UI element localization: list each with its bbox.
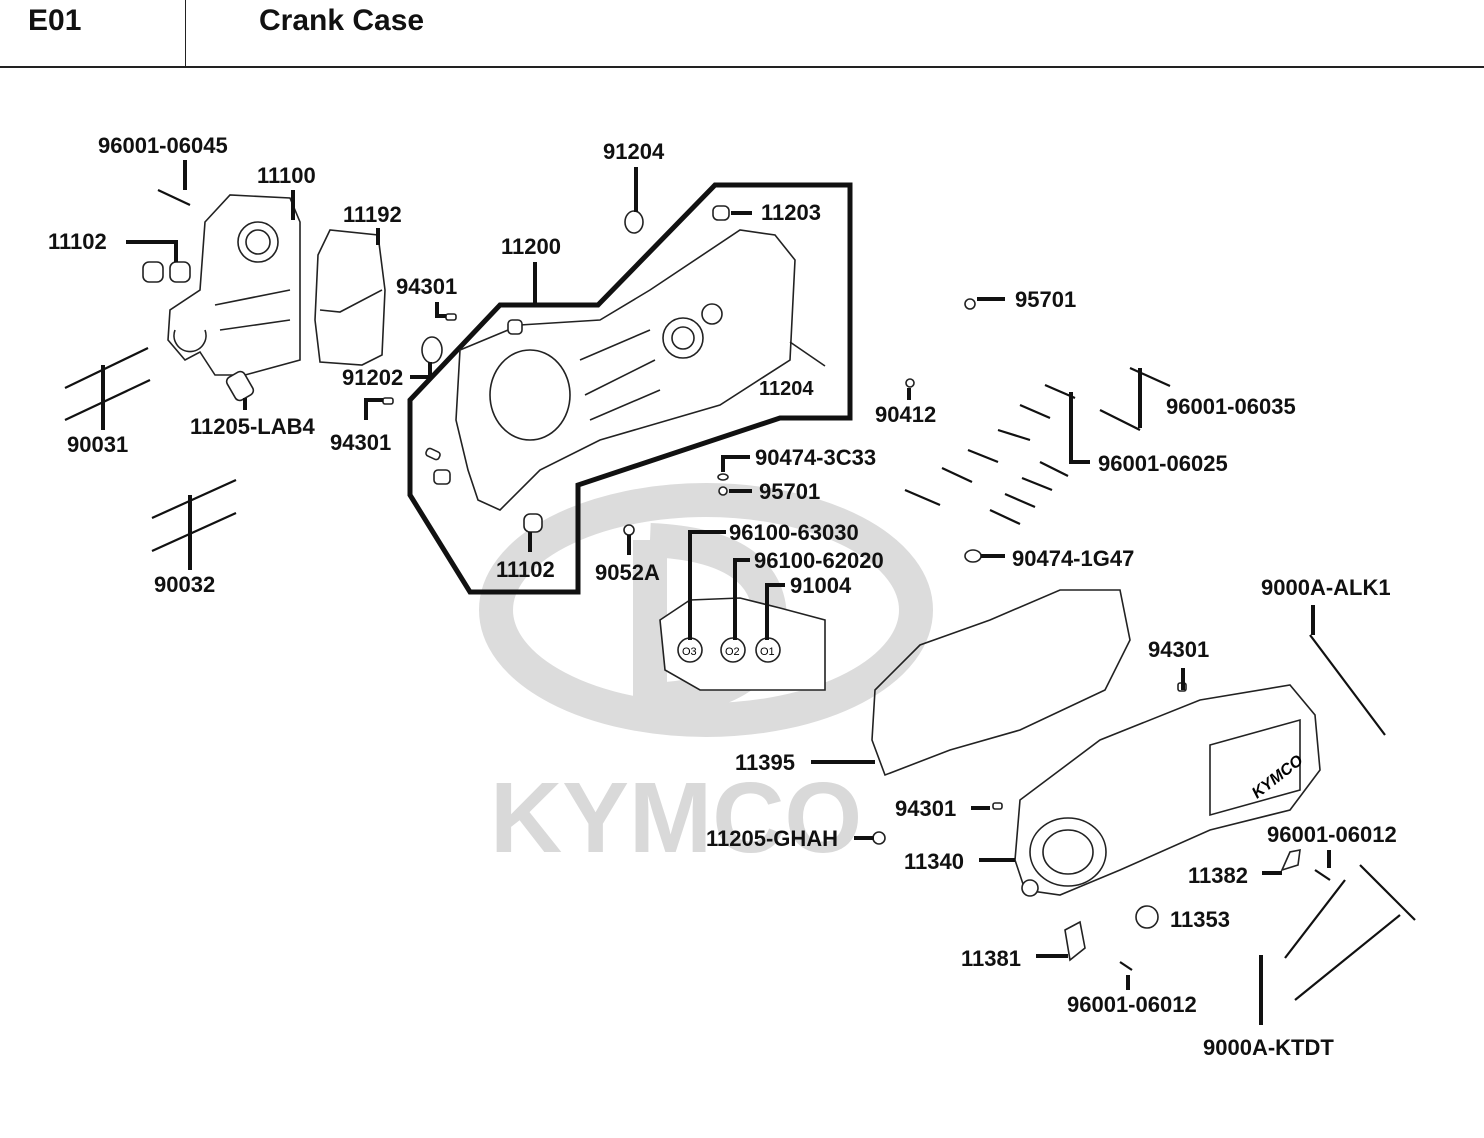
- part-oilseal-91202[interactable]: [421, 336, 443, 364]
- label-11100[interactable]: 11100: [257, 163, 316, 188]
- part-crankcase-left-11100[interactable]: [167, 194, 301, 376]
- part-gasket-11192[interactable]: [314, 229, 386, 366]
- label-94301[interactable]: 94301: [330, 430, 391, 455]
- label-9052A[interactable]: 9052A: [595, 560, 660, 585]
- label-11192[interactable]: 11192: [343, 202, 402, 227]
- part-washer-90412[interactable]: [905, 378, 915, 388]
- part-bushing-11205-LAB4[interactable]: [225, 370, 255, 403]
- label-95701[interactable]: 95701: [759, 479, 820, 504]
- label-11395[interactable]: 11395: [735, 750, 795, 775]
- part-washer-90474-3C33[interactable]: [717, 473, 729, 481]
- part-bolt-95701-a[interactable]: [964, 298, 976, 310]
- part-gear-cover-area: O3 O2 O1: [659, 597, 826, 691]
- label-96001-06035[interactable]: 96001-06035: [1166, 394, 1296, 419]
- label-11205-LAB4[interactable]: 11205-LAB4: [190, 414, 316, 439]
- label-11203[interactable]: 11203: [761, 200, 821, 225]
- label-90032[interactable]: 90032: [154, 572, 215, 597]
- label-95701[interactable]: 95701: [1015, 287, 1076, 312]
- part-pin-94301-d[interactable]: [992, 802, 1003, 810]
- part-dowel-11102-b[interactable]: [523, 513, 543, 533]
- label-90474-1G47[interactable]: 90474-1G47: [1012, 546, 1134, 571]
- page-header: E01 Crank Case: [0, 0, 1484, 68]
- oil-mark-2: O2: [725, 646, 740, 658]
- part-pin-94301-a[interactable]: [445, 313, 457, 321]
- part-bolt-96001-06012-b[interactable]: [1119, 961, 1133, 971]
- part-crankcase-cover-11340[interactable]: KYMCO: [1014, 684, 1321, 897]
- label-11381[interactable]: 11381: [961, 946, 1021, 971]
- part-crankcase-right-11200[interactable]: [455, 229, 796, 511]
- label-90412[interactable]: 90412: [875, 402, 936, 427]
- label-11102[interactable]: 11102: [48, 229, 107, 254]
- label-96100-63030[interactable]: 96100-63030: [729, 520, 859, 545]
- label-11340[interactable]: 11340: [904, 849, 964, 874]
- part-bushing-11205-GHAH[interactable]: [872, 831, 886, 845]
- part-gasket-11395[interactable]: [871, 589, 1131, 777]
- watermark-text: KYMCO: [490, 762, 862, 874]
- label-11382[interactable]: 11382: [1188, 863, 1248, 888]
- label-11200[interactable]: 11200: [501, 234, 561, 259]
- page-title: Crank Case: [259, 4, 425, 37]
- label-90031[interactable]: 90031: [67, 432, 128, 457]
- part-bolt-96001-06012-a[interactable]: [1314, 869, 1331, 881]
- part-bolt-9000A-ALK1[interactable]: [1309, 634, 1386, 736]
- label-96001-06012[interactable]: 96001-06012: [1067, 992, 1197, 1017]
- label-11353[interactable]: 11353: [1170, 907, 1230, 932]
- part-dowel-11102-a[interactable]: [142, 261, 191, 283]
- part-dowel-extra: [425, 319, 523, 485]
- part-bracket-11382[interactable]: [1280, 848, 1301, 872]
- part-plug-11353[interactable]: [1135, 905, 1159, 929]
- part-washer-90474-1G47[interactable]: [964, 549, 982, 563]
- part-pin-94301-b[interactable]: [382, 397, 394, 405]
- label-96100-62020[interactable]: 96100-62020: [754, 548, 884, 573]
- label-94301[interactable]: 94301: [895, 796, 956, 821]
- part-bolt-95701-b[interactable]: [718, 486, 728, 496]
- section-code: E01: [28, 4, 82, 37]
- label-94301[interactable]: 94301: [396, 274, 457, 299]
- label-91202[interactable]: 91202: [342, 365, 403, 390]
- label-90474-3C33[interactable]: 90474-3C33: [755, 445, 876, 470]
- part-bracket-11381[interactable]: [1064, 920, 1086, 962]
- label-11102[interactable]: 11102: [496, 557, 555, 582]
- part-bolts-9000A-KTDT[interactable]: [1284, 864, 1416, 1001]
- part-bolts-96001-06025[interactable]: [904, 383, 1076, 525]
- oil-mark-1: O1: [760, 646, 775, 658]
- part-bolt-96001-06045[interactable]: [157, 189, 191, 206]
- label-11205-GHAH[interactable]: 11205-GHAH: [706, 826, 838, 851]
- label-91204[interactable]: 91204: [603, 139, 665, 164]
- oil-mark-3: O3: [682, 646, 697, 658]
- label-9000A-ALK1[interactable]: 9000A-ALK1: [1261, 575, 1391, 600]
- label-11204[interactable]: 11204: [759, 378, 814, 400]
- label-96001-06045[interactable]: 96001-06045: [98, 133, 228, 158]
- label-96001-06012[interactable]: 96001-06012: [1267, 822, 1397, 847]
- label-94301[interactable]: 94301: [1148, 637, 1209, 662]
- label-91004[interactable]: 91004: [790, 573, 852, 598]
- assembly-group-frame: [407, 182, 853, 595]
- leader-lines: [101, 160, 1331, 1025]
- part-oilseal-91204[interactable]: [624, 210, 644, 234]
- label-96001-06025[interactable]: 96001-06025: [1098, 451, 1228, 476]
- part-studs-90031[interactable]: [64, 347, 151, 421]
- part-bolts-96001-06035[interactable]: [1099, 366, 1171, 431]
- header-divider: [185, 0, 186, 66]
- part-studs-90032[interactable]: [151, 478, 237, 553]
- part-shaft-11204[interactable]: [789, 341, 826, 367]
- part-dowel-11203[interactable]: [712, 205, 730, 221]
- label-9000A-KTDT[interactable]: 9000A-KTDT: [1203, 1035, 1334, 1060]
- part-breather-9052A[interactable]: [623, 524, 635, 536]
